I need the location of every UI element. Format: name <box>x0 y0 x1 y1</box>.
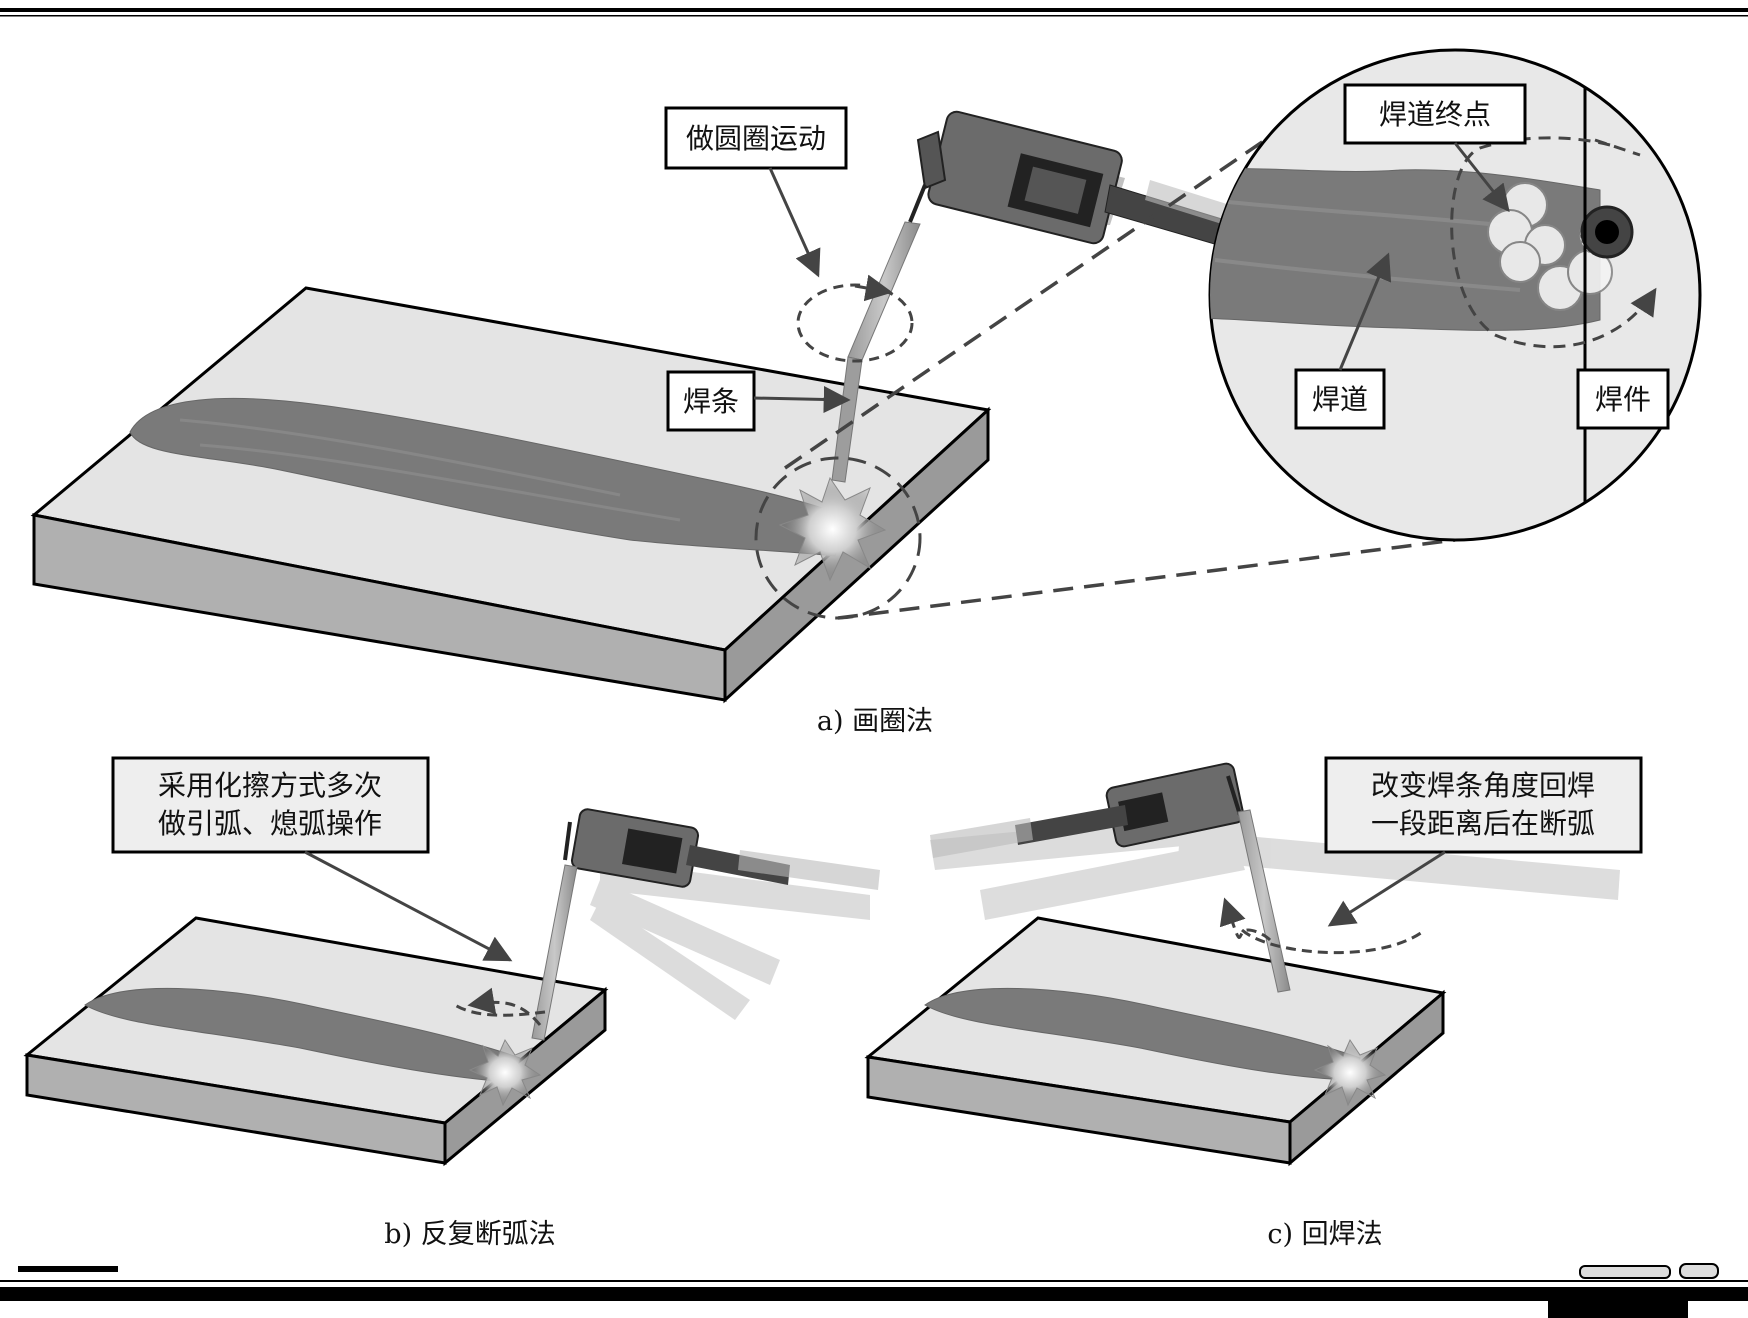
label-bead-end: 焊道终点 <box>1343 83 1527 213</box>
label-workpiece-text: 焊件 <box>1595 383 1651 416</box>
label-circle-motion: 做圆圈运动 <box>664 106 848 278</box>
label-bead-text: 焊道 <box>1312 383 1368 416</box>
label-c-line1: 改变焊条角度回焊 <box>1371 769 1595 802</box>
electrode-holder-b <box>563 808 880 1020</box>
circle-motion-path <box>796 274 914 363</box>
arc-spark-b <box>468 1038 542 1107</box>
caption-a: a) 画圈法 <box>817 706 933 737</box>
label-b-line1: 采用化擦方式多次 <box>158 769 382 802</box>
label-rewelding: 改变焊条角度回焊 一段距离后在断弧 <box>1324 756 1643 927</box>
electrode-rod-b <box>531 864 578 1041</box>
electrode-holder-c <box>930 762 1620 920</box>
bottom-rule <box>0 1263 1748 1318</box>
label-electrode-text: 焊条 <box>683 385 739 418</box>
electrode-holder-a <box>908 110 1230 246</box>
pencil-icon <box>1579 1263 1719 1279</box>
label-multi-arc: 采用化擦方式多次 做引弧、熄弧操作 <box>111 756 513 962</box>
zoom-connector <box>784 138 1456 620</box>
label-b-line2: 做引弧、熄弧操作 <box>158 807 382 840</box>
label-bead-end-text: 焊道终点 <box>1379 98 1491 131</box>
caption-c: c) 回焊法 <box>1267 1219 1382 1250</box>
label-bead: 焊道 <box>1294 252 1392 430</box>
label-circle-motion-text: 做圆圈运动 <box>686 122 826 155</box>
top-rule <box>0 8 1748 17</box>
caption-b: b) 反复断弧法 <box>384 1219 555 1250</box>
label-workpiece: 焊件 <box>1576 368 1670 430</box>
arc-spark-c <box>1313 1038 1387 1107</box>
label-electrode: 焊条 <box>666 370 851 432</box>
label-c-line2: 一段距离后在断弧 <box>1371 807 1595 840</box>
